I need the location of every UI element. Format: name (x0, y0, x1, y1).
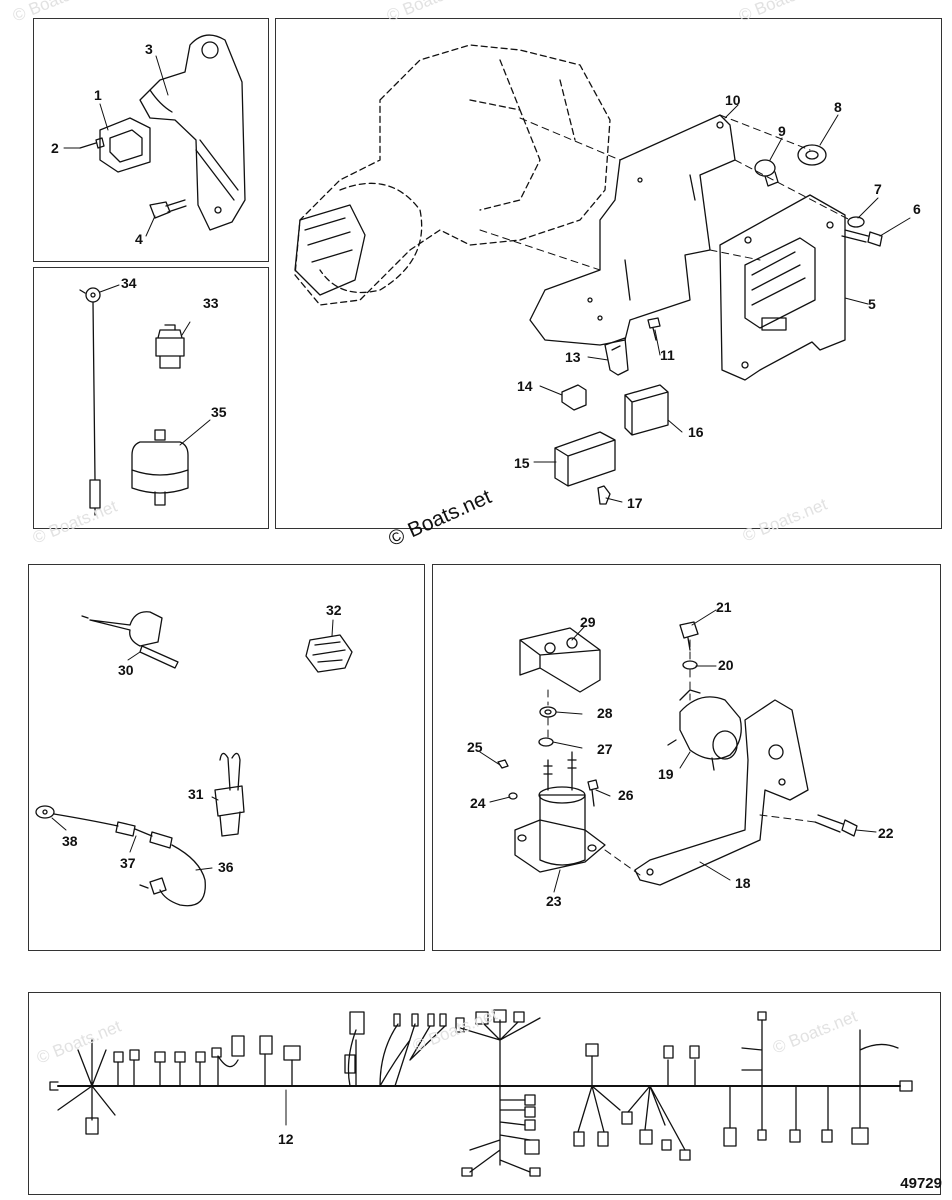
gasket-plate (99, 117, 151, 173)
callout-25: 25 (467, 739, 483, 755)
callout-14: 14 (517, 378, 533, 394)
callout-33: 33 (203, 295, 219, 311)
callout-35: 35 (211, 404, 227, 420)
callout-16: 16 (688, 424, 704, 440)
screw-22 (814, 814, 858, 837)
callout-3: 3 (145, 41, 153, 57)
callout-23: 23 (546, 893, 562, 909)
screw-11 (647, 317, 661, 341)
grommet-8 (797, 144, 827, 166)
callout-8: 8 (834, 99, 842, 115)
knock-sensor-34 (79, 287, 101, 516)
screw-26 (587, 779, 599, 807)
clip-14 (561, 384, 587, 411)
ground-wire-38 (35, 805, 119, 827)
washer-24 (508, 792, 518, 800)
callout-20: 20 (718, 657, 734, 673)
bracket-plate (139, 34, 246, 231)
callout-29: 29 (580, 614, 596, 630)
callout-6: 6 (913, 201, 921, 217)
cover-29 (519, 627, 601, 693)
callout-12: 12 (278, 1131, 294, 1147)
callout-28: 28 (597, 705, 613, 721)
callout-5: 5 (868, 296, 876, 312)
callout-22: 22 (878, 825, 894, 841)
transmission-housing (294, 44, 611, 306)
callout-18: 18 (735, 875, 751, 891)
callout-27: 27 (597, 741, 613, 757)
callout-9: 9 (778, 123, 786, 139)
callout-24: 24 (470, 795, 486, 811)
assembly-leaders (479, 114, 851, 271)
callout-7: 7 (874, 181, 882, 197)
callout-38: 38 (62, 833, 78, 849)
ecm-module-5 (719, 194, 846, 381)
solenoid-23 (514, 751, 606, 873)
sender-35 (131, 429, 189, 506)
fuse-17 (597, 485, 611, 505)
callout-17: 17 (627, 495, 643, 511)
callout-26: 26 (618, 787, 634, 803)
callout-31: 31 (188, 786, 204, 802)
spacer-9 (754, 159, 779, 187)
figure-number: 49729 (900, 1175, 942, 1192)
callout-19: 19 (658, 766, 674, 782)
connector-32 (305, 634, 353, 673)
callout-37: 37 (120, 855, 136, 871)
callout-30: 30 (118, 662, 134, 678)
solenoid-leaders (547, 639, 816, 876)
bolt-6 (841, 229, 883, 247)
callout-1: 1 (94, 87, 102, 103)
washer-27 (538, 737, 554, 747)
panel-ecm (275, 18, 942, 529)
relay-16 (624, 384, 669, 436)
washer-7 (847, 216, 865, 228)
callout-15: 15 (514, 455, 530, 471)
jumper-31 (214, 752, 245, 837)
panel-harness-parts (28, 564, 425, 951)
harness-trunk (49, 1080, 913, 1092)
callout-4: 4 (135, 231, 143, 247)
callout-13: 13 (565, 349, 581, 365)
harness-branches (57, 1009, 899, 1177)
lead-36 (139, 844, 206, 907)
washer-20 (682, 660, 698, 670)
panel-bracket (33, 18, 269, 262)
bolt-4 (149, 199, 187, 219)
cover-15 (554, 431, 616, 487)
callout-34: 34 (121, 275, 137, 291)
transmission-coupler (294, 204, 366, 296)
callout-2: 2 (51, 140, 59, 156)
screw-2 (79, 137, 105, 149)
relay-holder-13 (604, 337, 629, 376)
callout-21: 21 (716, 599, 732, 615)
callout-leaders (51, 55, 911, 893)
starter-relay-19 (667, 689, 742, 771)
callout-36: 36 (218, 859, 234, 875)
ecm-bracket-10 (529, 114, 736, 346)
bracket-18 (634, 699, 809, 886)
nut-28 (539, 706, 557, 718)
fuse-holder-37 (115, 821, 173, 849)
callout-32: 32 (326, 602, 342, 618)
callout-10: 10 (725, 92, 741, 108)
sensor-30 (81, 611, 179, 669)
nut-25 (497, 759, 509, 769)
bolt-21 (679, 621, 699, 651)
sender-33 (155, 324, 185, 369)
panel-sensors (33, 267, 269, 529)
callout-11: 11 (660, 347, 675, 363)
